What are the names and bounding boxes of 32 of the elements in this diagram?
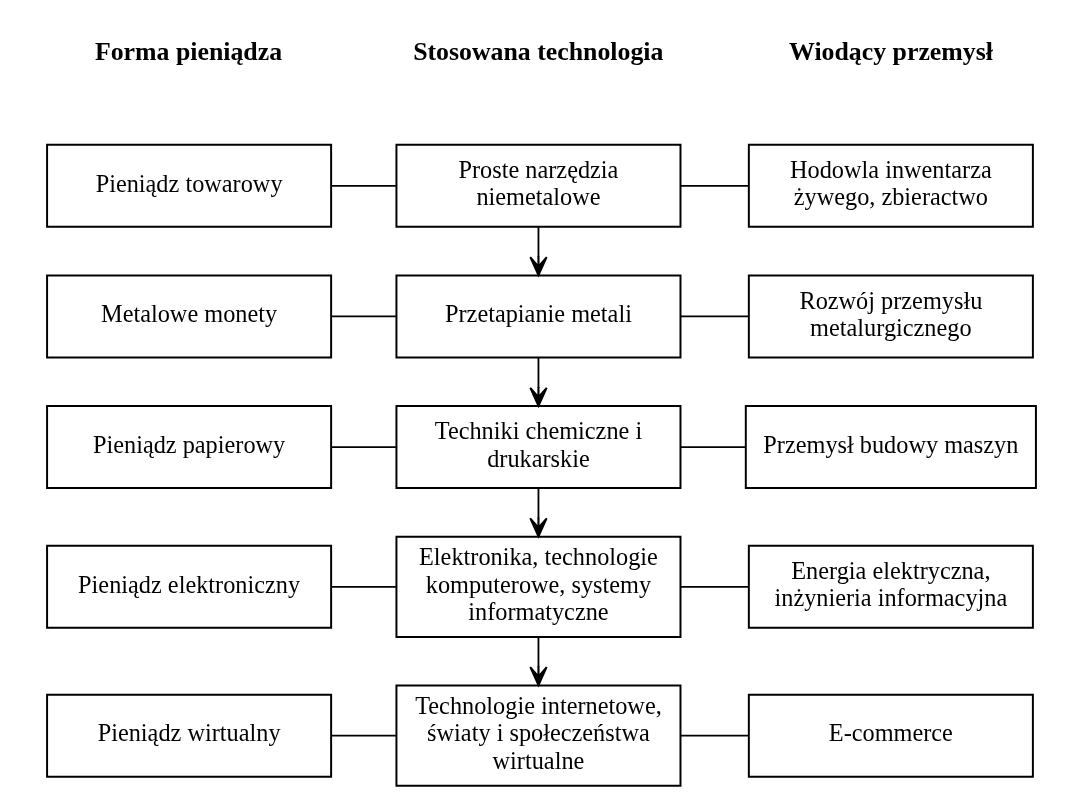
node-box: Techniki chemiczne i drukarskie: [395, 405, 682, 490]
node-box: Proste narzędzia niemetalowe: [395, 143, 682, 228]
node-box: Energia elektryczna, inżynieria informacyjna: [747, 544, 1034, 629]
label: Forma pieniądza: [94, 36, 283, 66]
node-box: Pieniądz elektroniczny: [46, 544, 333, 629]
arrow: [529, 356, 548, 407]
node-box: Technologie internetowe, światy i społeczeństwa wirtualne: [395, 684, 682, 787]
node-box: Pieniądz towarowy: [46, 143, 333, 228]
connector: [330, 446, 397, 448]
arrow: [529, 226, 548, 277]
node-box: Przemysł budowy maszyn: [744, 405, 1037, 490]
node-box: Przetapianie metali: [395, 274, 682, 359]
node-box: Elektronika, technologie komputerowe, systemy informatyczne: [395, 535, 682, 638]
connector: [679, 585, 750, 588]
label: Stosowana technologia: [413, 36, 664, 66]
connector: [330, 585, 397, 588]
connector: [330, 315, 397, 318]
node-box: Rozwój przemysłu metalurgicznego: [747, 274, 1034, 359]
label: Wiodący przemysł: [789, 36, 993, 66]
arrow: [529, 636, 548, 687]
connector: [679, 734, 750, 737]
connector: [679, 184, 750, 187]
connector: [679, 315, 750, 318]
node-box: Hodowla inwentarza żywego, zbieractwo: [747, 143, 1034, 228]
node-box: Pieniądz papierowy: [46, 405, 333, 490]
arrow: [529, 487, 548, 538]
node-box: E-commerce: [747, 693, 1034, 778]
connector: [330, 184, 397, 187]
connector: [330, 734, 397, 737]
node-box: Metalowe monety: [46, 274, 333, 359]
node-box: Pieniądz wirtualny: [46, 693, 333, 778]
connector: [679, 446, 747, 448]
